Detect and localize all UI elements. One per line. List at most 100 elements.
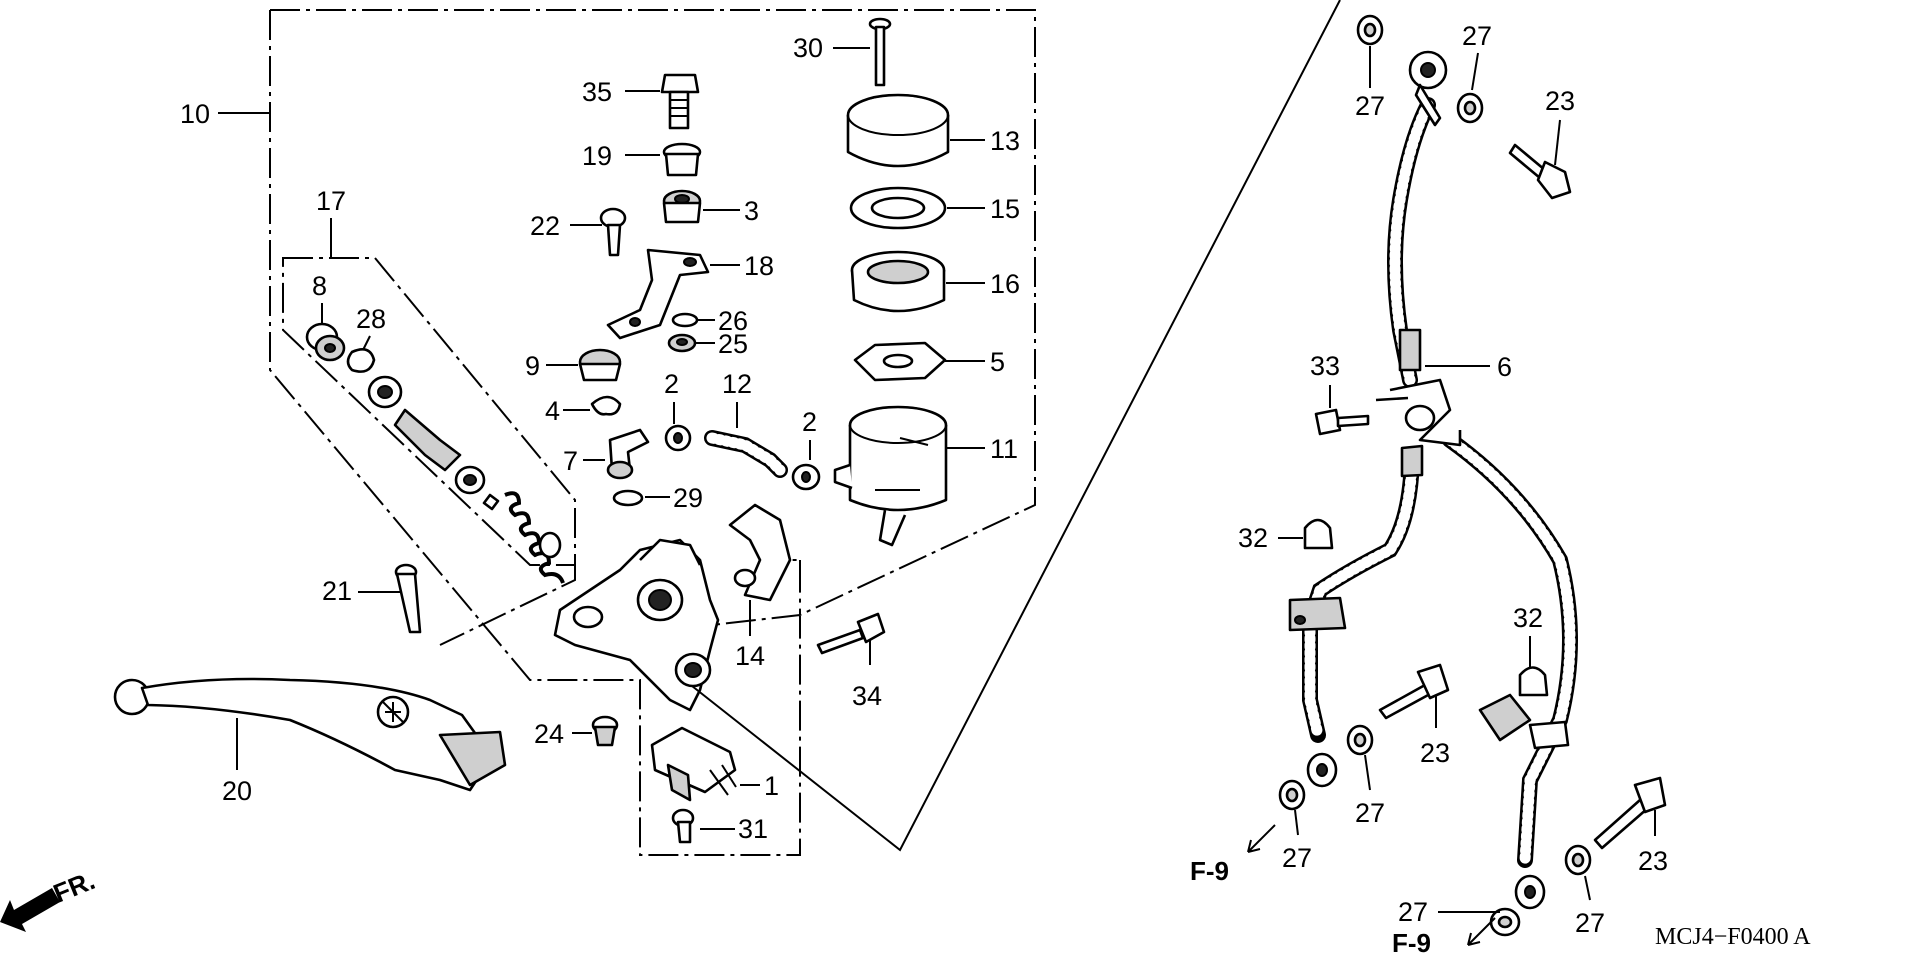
leader-to-hose <box>691 0 1341 852</box>
callout-24: 24 <box>534 719 564 749</box>
callout-27c: 27 <box>1355 798 1385 828</box>
bolt-part-22 <box>599 207 627 257</box>
float-part-5 <box>853 341 947 382</box>
piston-assembly <box>367 375 500 511</box>
collar-part-19 <box>662 142 702 177</box>
callout-33: 33 <box>1310 351 1340 381</box>
diagram-code: MCJ4−F0400 A <box>1655 924 1811 950</box>
callout-32b: 32 <box>1513 603 1543 633</box>
hose-bracket-left <box>1288 596 1347 632</box>
callout-19: 19 <box>582 141 612 171</box>
bolt-part-35 <box>660 73 700 130</box>
callout-15: 15 <box>990 194 1020 224</box>
callout-22: 22 <box>530 211 560 241</box>
washer-part-27f <box>1489 907 1521 937</box>
callout-2a: 2 <box>664 369 679 399</box>
bracket-part-18 <box>606 248 710 340</box>
washer-part-27c <box>1346 724 1374 756</box>
callout-27a: 27 <box>1355 91 1385 121</box>
callout-27d: 27 <box>1282 843 1312 873</box>
callout-7: 7 <box>563 446 578 476</box>
callout-23c: 23 <box>1638 846 1668 876</box>
bolt-part-23a <box>1508 143 1572 200</box>
holder-part-14 <box>728 503 792 602</box>
joint-part-7 <box>606 428 650 480</box>
hose-bracket-right <box>1478 693 1570 750</box>
washer-part-27e <box>1564 844 1592 876</box>
o-ring-part-29 <box>612 489 644 507</box>
washer-part-27d <box>1278 779 1306 811</box>
clamp-part-2a <box>664 424 692 452</box>
clamp-part-2b <box>791 463 821 491</box>
callout-5: 5 <box>990 347 1005 377</box>
diaphragm-part-16 <box>850 250 946 313</box>
washer-part-26 <box>671 312 699 328</box>
switch-part-1 <box>650 726 737 802</box>
bolt-part-23c <box>1593 776 1667 850</box>
nut-part-25 <box>667 333 697 353</box>
grommet-part-3 <box>662 189 702 224</box>
callout-23a: 23 <box>1545 86 1575 116</box>
callout-27e: 27 <box>1575 908 1605 938</box>
clip-part-4 <box>590 395 622 416</box>
callout-4: 4 <box>545 396 560 426</box>
callout-32a: 32 <box>1238 523 1268 553</box>
plate-part-15 <box>849 186 947 230</box>
callout-21: 21 <box>322 576 352 606</box>
callout-14: 14 <box>735 641 765 671</box>
reservoir-cap-part-13 <box>846 93 950 168</box>
bolt-part-23b <box>1378 663 1450 720</box>
callout-35: 35 <box>582 77 612 107</box>
callout-31: 31 <box>738 814 768 844</box>
washer-part-27a <box>1356 14 1384 46</box>
reservoir-part-11 <box>833 405 948 547</box>
callout-30: 30 <box>793 33 823 63</box>
callout-1: 1 <box>764 771 779 801</box>
cap-part-9 <box>578 348 622 382</box>
callout-10: 10 <box>180 99 210 129</box>
callout-9: 9 <box>525 351 540 381</box>
callout-17: 17 <box>316 186 346 216</box>
cap-part-24 <box>591 715 619 747</box>
bolt-part-33 <box>1314 408 1370 436</box>
callout-25: 25 <box>718 329 748 359</box>
banjo-top <box>1408 50 1448 127</box>
washer-part-27b <box>1456 92 1484 124</box>
callout-13: 13 <box>990 126 1020 156</box>
callout-3: 3 <box>744 196 759 226</box>
assembly-10-outline-lower <box>439 560 801 646</box>
assembly-10-outline <box>269 9 1036 856</box>
nut-part-32a <box>1303 518 1334 550</box>
front-direction-arrow-icon: FR. <box>0 865 99 932</box>
callout-16: 16 <box>990 269 1020 299</box>
callout-27b: 27 <box>1462 21 1492 51</box>
banjo-bottom-right <box>1514 874 1546 910</box>
callout-12: 12 <box>722 369 752 399</box>
brake-lever-part-20 <box>113 677 507 792</box>
callout-2b: 2 <box>802 407 817 437</box>
circlip-part-28 <box>346 348 376 373</box>
callout-26: 26 <box>718 306 748 336</box>
master-cylinder-body <box>553 538 720 712</box>
callout-34: 34 <box>852 681 882 711</box>
brake-hose-assembly-part-6 <box>1302 97 1578 868</box>
callout-18: 18 <box>744 251 774 281</box>
callout-28: 28 <box>356 304 386 334</box>
boot-part-8 <box>305 322 346 362</box>
nut-part-32b <box>1518 666 1549 697</box>
screw-part-30 <box>868 17 892 87</box>
callout-11: 11 <box>990 434 1018 464</box>
callout-27f: 27 <box>1398 897 1428 927</box>
callout-8: 8 <box>312 271 327 301</box>
callout-20: 20 <box>222 776 252 806</box>
banjo-bottom-left <box>1306 752 1338 788</box>
screw-part-31 <box>671 808 695 844</box>
ref-f9-left: F-9 <box>1190 856 1229 886</box>
callout-23b: 23 <box>1420 738 1450 768</box>
callout-6: 6 <box>1497 352 1512 382</box>
callout-29: 29 <box>673 483 703 513</box>
pivot-bolt-part-21 <box>394 563 422 634</box>
bolt-part-34 <box>816 612 886 655</box>
spring-part <box>504 491 565 584</box>
